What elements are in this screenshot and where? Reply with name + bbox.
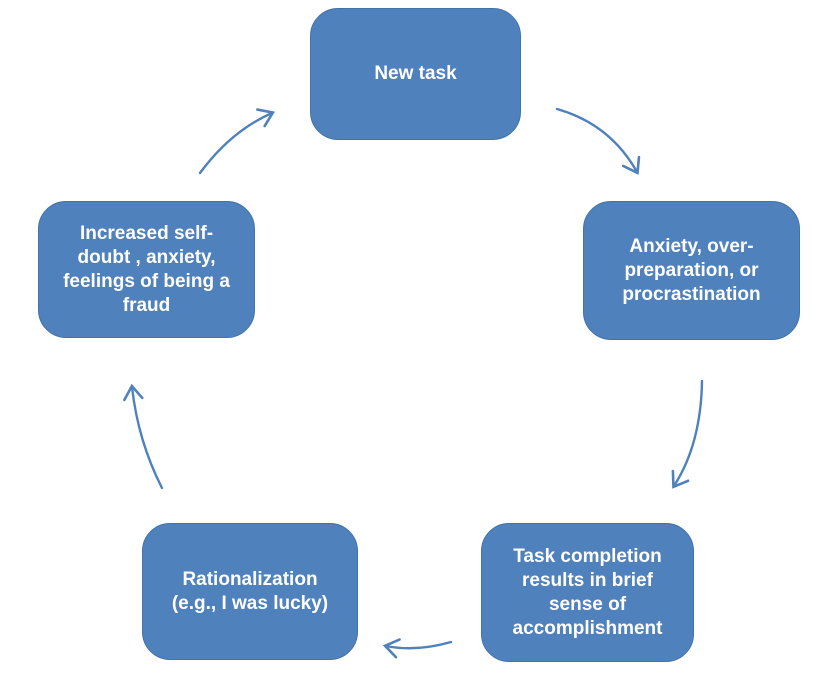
node-self-doubt-label: Increased self- doubt , anxiety, feeling… [63, 222, 230, 316]
node-anxiety-label: Anxiety, over- preparation, or procrasti… [622, 235, 761, 305]
node-self-doubt: Increased self- doubt , anxiety, feeling… [38, 201, 255, 338]
node-rationalization-label: Rationalization (e.g., I was lucky) [171, 568, 329, 614]
node-anxiety: Anxiety, over- preparation, or procrasti… [583, 201, 800, 340]
node-task-completion: Task completion results in brief sense o… [481, 523, 694, 662]
arrow-self-doubt-to-new-task [198, 108, 276, 175]
node-new-task-label: New task [374, 63, 457, 84]
node-rationalization: Rationalization (e.g., I was lucky) [142, 523, 358, 660]
arrow-anxiety-to-task-completion [671, 379, 704, 489]
node-new-task: New task [310, 8, 521, 140]
node-task-completion-label: Task completion results in brief sense o… [512, 545, 663, 639]
arrow-new-task-to-anxiety [555, 107, 641, 175]
arrow-rationalization-to-self-doubt [123, 383, 164, 490]
arrow-task-completion-to-rationalization [382, 638, 453, 659]
